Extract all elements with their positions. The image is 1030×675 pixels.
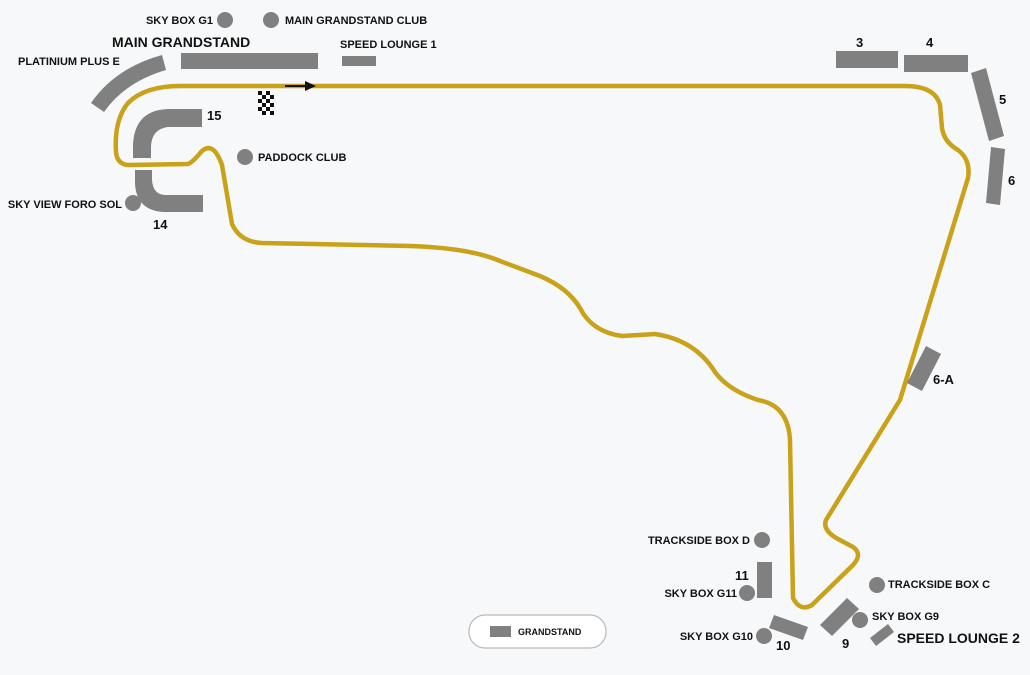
grandstand-10[interactable] [769, 615, 808, 640]
label-speed-lounge-2: SPEED LOUNGE 2 [897, 630, 1020, 646]
grandstand-14[interactable] [135, 170, 203, 212]
grandstand-platinium-plus-e[interactable] [91, 55, 166, 112]
grandstand-6a[interactable] [907, 346, 941, 391]
sky-box-g9-marker[interactable] [852, 612, 868, 628]
grandstand-15[interactable] [133, 109, 202, 158]
label-6: 6 [1008, 173, 1015, 188]
label-sky-box-g11: SKY BOX G11 [664, 588, 737, 600]
label-main-grandstand: MAIN GRANDSTAND [112, 34, 250, 50]
legend-grandstand-label: GRANDSTAND [518, 627, 582, 637]
label-14: 14 [153, 217, 168, 232]
label-trackside-box-d: TRACKSIDE BOX D [648, 535, 750, 547]
sky-box-g10-marker[interactable] [756, 628, 772, 644]
label-3: 3 [856, 35, 863, 50]
grandstand-main[interactable] [181, 53, 318, 69]
label-15: 15 [207, 108, 221, 123]
label-sky-box-g1: SKY BOX G1 [146, 15, 213, 27]
label-sky-box-g9: SKY BOX G9 [872, 611, 939, 623]
label-11: 11 [735, 568, 749, 583]
label-trackside-box-c: TRACKSIDE BOX C [888, 579, 990, 591]
label-10: 10 [776, 638, 790, 653]
sky-box-g1-marker[interactable] [217, 12, 233, 28]
speed-lounge-1-stand[interactable] [342, 56, 376, 66]
label-speed-lounge-1: SPEED LOUNGE 1 [340, 39, 437, 51]
grandstand-4[interactable] [904, 55, 968, 72]
grandstand-9[interactable] [820, 598, 859, 636]
checkered-flag-icon [258, 91, 275, 116]
grandstand-5[interactable] [971, 68, 1004, 141]
label-platinium-plus-e: PLATINIUM PLUS E [18, 56, 120, 68]
label-6a: 6-A [933, 372, 955, 387]
main-grandstand-club-marker[interactable] [263, 12, 279, 28]
paddock-club-marker[interactable] [237, 149, 253, 165]
label-sky-view-foro-sol: SKY VIEW FORO SOL [8, 199, 122, 211]
trackside-box-c-marker[interactable] [869, 577, 885, 593]
sky-box-g11-marker[interactable] [739, 585, 755, 601]
grandstand-6[interactable] [986, 147, 1005, 205]
label-9: 9 [842, 636, 849, 651]
label-sky-box-g10: SKY BOX G10 [680, 631, 753, 643]
direction-arrow-icon [285, 81, 316, 91]
speed-lounge-2-stand[interactable] [870, 624, 894, 646]
race-track [113, 83, 971, 610]
label-paddock-club: PADDOCK CLUB [258, 152, 346, 164]
label-4: 4 [926, 35, 934, 50]
label-main-grandstand-club: MAIN GRANDSTAND CLUB [285, 15, 427, 27]
legend: GRANDSTAND [468, 614, 607, 649]
grandstand-3[interactable] [836, 51, 898, 68]
grandstand-11[interactable] [757, 562, 772, 598]
sky-view-foro-sol-marker[interactable] [125, 195, 141, 211]
label-5: 5 [999, 92, 1006, 107]
legend-grandstand-swatch [490, 626, 511, 637]
trackside-box-d-marker[interactable] [754, 532, 770, 548]
